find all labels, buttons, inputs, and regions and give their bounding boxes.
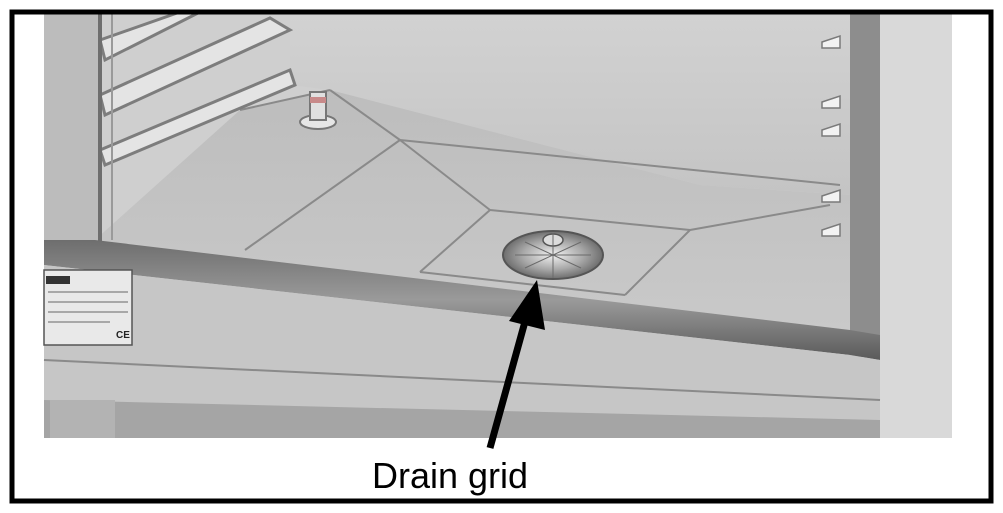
oven-foot <box>50 400 115 438</box>
right-casing <box>880 12 952 438</box>
cavity-left-wall <box>44 12 100 250</box>
probe-socket <box>299 91 337 130</box>
right-rack-clips <box>821 34 841 237</box>
outer-frame <box>9 9 994 504</box>
panel-edge <box>43 359 881 401</box>
left-rack-rails <box>98 10 297 168</box>
plate-ce-mark: CE <box>116 330 130 341</box>
pointer-arrow <box>486 280 545 449</box>
oven-base-rail <box>44 400 880 438</box>
oven-front-panel <box>44 265 880 438</box>
cavity-back-wall <box>290 12 850 195</box>
drain-grid <box>502 230 604 280</box>
rating-plate: CE <box>43 269 133 346</box>
drain-grid-label: Drain grid <box>371 455 529 496</box>
floor-panel-lines <box>239 89 841 296</box>
cavity-front-lip <box>44 240 880 360</box>
cavity-right-wall <box>850 12 880 357</box>
cavity-floor <box>95 90 850 330</box>
